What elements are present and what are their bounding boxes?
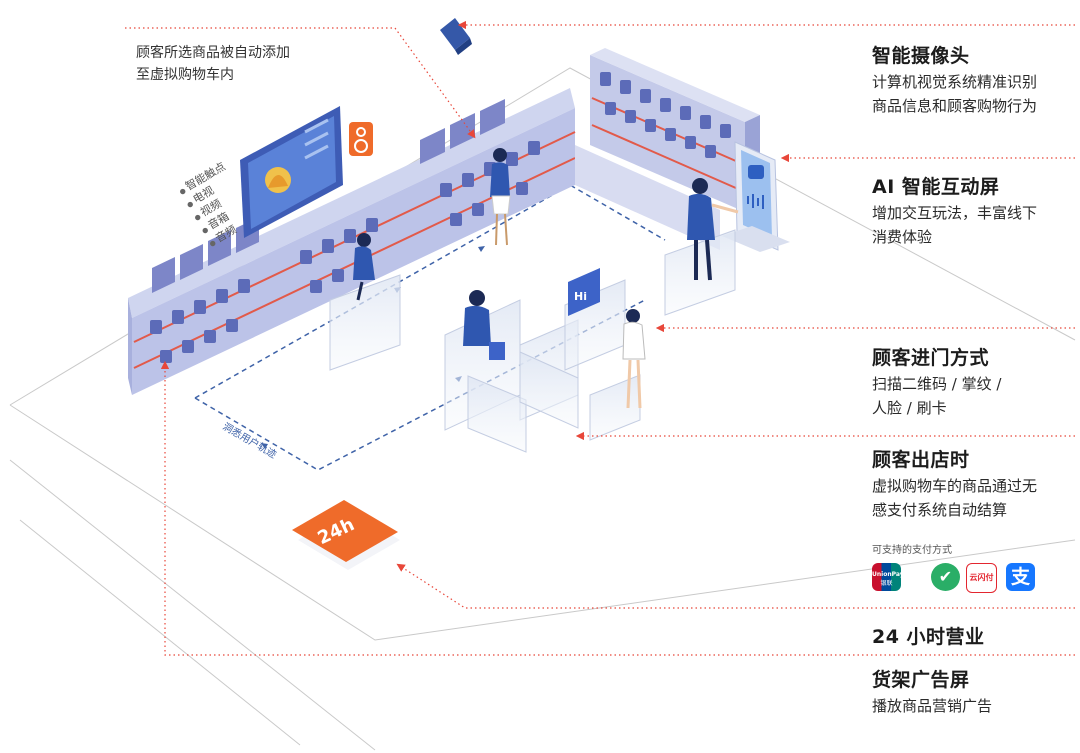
person-with-bag [463, 290, 505, 360]
speaker-icon [349, 122, 373, 156]
exit-desc-line2: 感支付系统自动结算 [872, 501, 1008, 519]
exit-title: 顾客出店时 [872, 449, 970, 471]
cloud-quickpass-label: 云闪付 [969, 573, 994, 582]
ai-screen-desc: 增加交互玩法，丰富线下 消费体验 [872, 201, 1037, 249]
camera-desc-line2: 商品信息和顾客购物行为 [872, 97, 1038, 115]
leader-lines [125, 20, 1075, 656]
shelf-ad-desc: 播放商品营销广告 [872, 697, 993, 715]
ai-screen-title: AI 智能互动屏 [872, 176, 1000, 198]
shelf-right [575, 48, 760, 250]
entry-sign-text: Hi [574, 290, 587, 303]
unionpay-icon: UnionPay 银联 [872, 563, 904, 591]
ai-screen-desc-line1: 增加交互玩法，丰富线下 [872, 204, 1038, 222]
entry-desc: 扫描二维码 / 掌纹 / 人脸 / 刷卡 [872, 372, 1001, 420]
ai-kiosk [722, 141, 790, 252]
entry-desc-line1: 扫描二维码 / 掌纹 / [872, 375, 1002, 393]
wechat-pay-icon: ✔ [931, 563, 960, 591]
unionpay-sublabel: 银联 [880, 580, 893, 587]
person-entering [622, 309, 646, 409]
entry-sign: Hi [568, 268, 600, 316]
unionpay-label: UnionPay [872, 571, 904, 578]
tv-screen [240, 106, 343, 238]
wechat-pay-mark: ✔ [938, 567, 953, 586]
payment-methods-label: 可支持的支付方式 [872, 545, 952, 556]
person-shopper-left [353, 233, 375, 301]
entry-title: 顾客进门方式 [872, 347, 990, 369]
cloud-quickpass-icon: 云闪付 [966, 563, 997, 593]
24h-badge: 24h [292, 500, 400, 570]
exit-desc-line1: 虚拟购物车的商品通过无 [872, 477, 1038, 495]
camera-desc-line1: 计算机视觉系统精准识别 [872, 73, 1038, 91]
camera-icon [440, 18, 472, 55]
entry-desc-line2: 人脸 / 刷卡 [872, 399, 947, 417]
exit-desc: 虚拟购物车的商品通过无 感支付系统自动结算 [872, 474, 1037, 522]
shelf-ad-title: 货架广告屏 [872, 669, 970, 691]
cart-annotation-line1: 顾客所选商品被自动添加 [136, 45, 290, 61]
camera-desc: 计算机视觉系统精准识别 商品信息和顾客购物行为 [872, 70, 1037, 118]
ai-screen-desc-line2: 消费体验 [872, 228, 933, 246]
person-shopper-center [490, 148, 511, 246]
person-kiosk-user [687, 178, 739, 281]
cart-annotation-line2: 至虚拟购物车内 [136, 67, 234, 83]
alipay-label: 支 [1010, 566, 1030, 588]
cart-annotation: 顾客所选商品被自动添加 至虚拟购物车内 [136, 42, 290, 86]
hours-title: 24 小时营业 [872, 626, 985, 648]
alipay-icon: 支 [1006, 563, 1035, 591]
camera-title: 智能摄像头 [872, 45, 970, 67]
